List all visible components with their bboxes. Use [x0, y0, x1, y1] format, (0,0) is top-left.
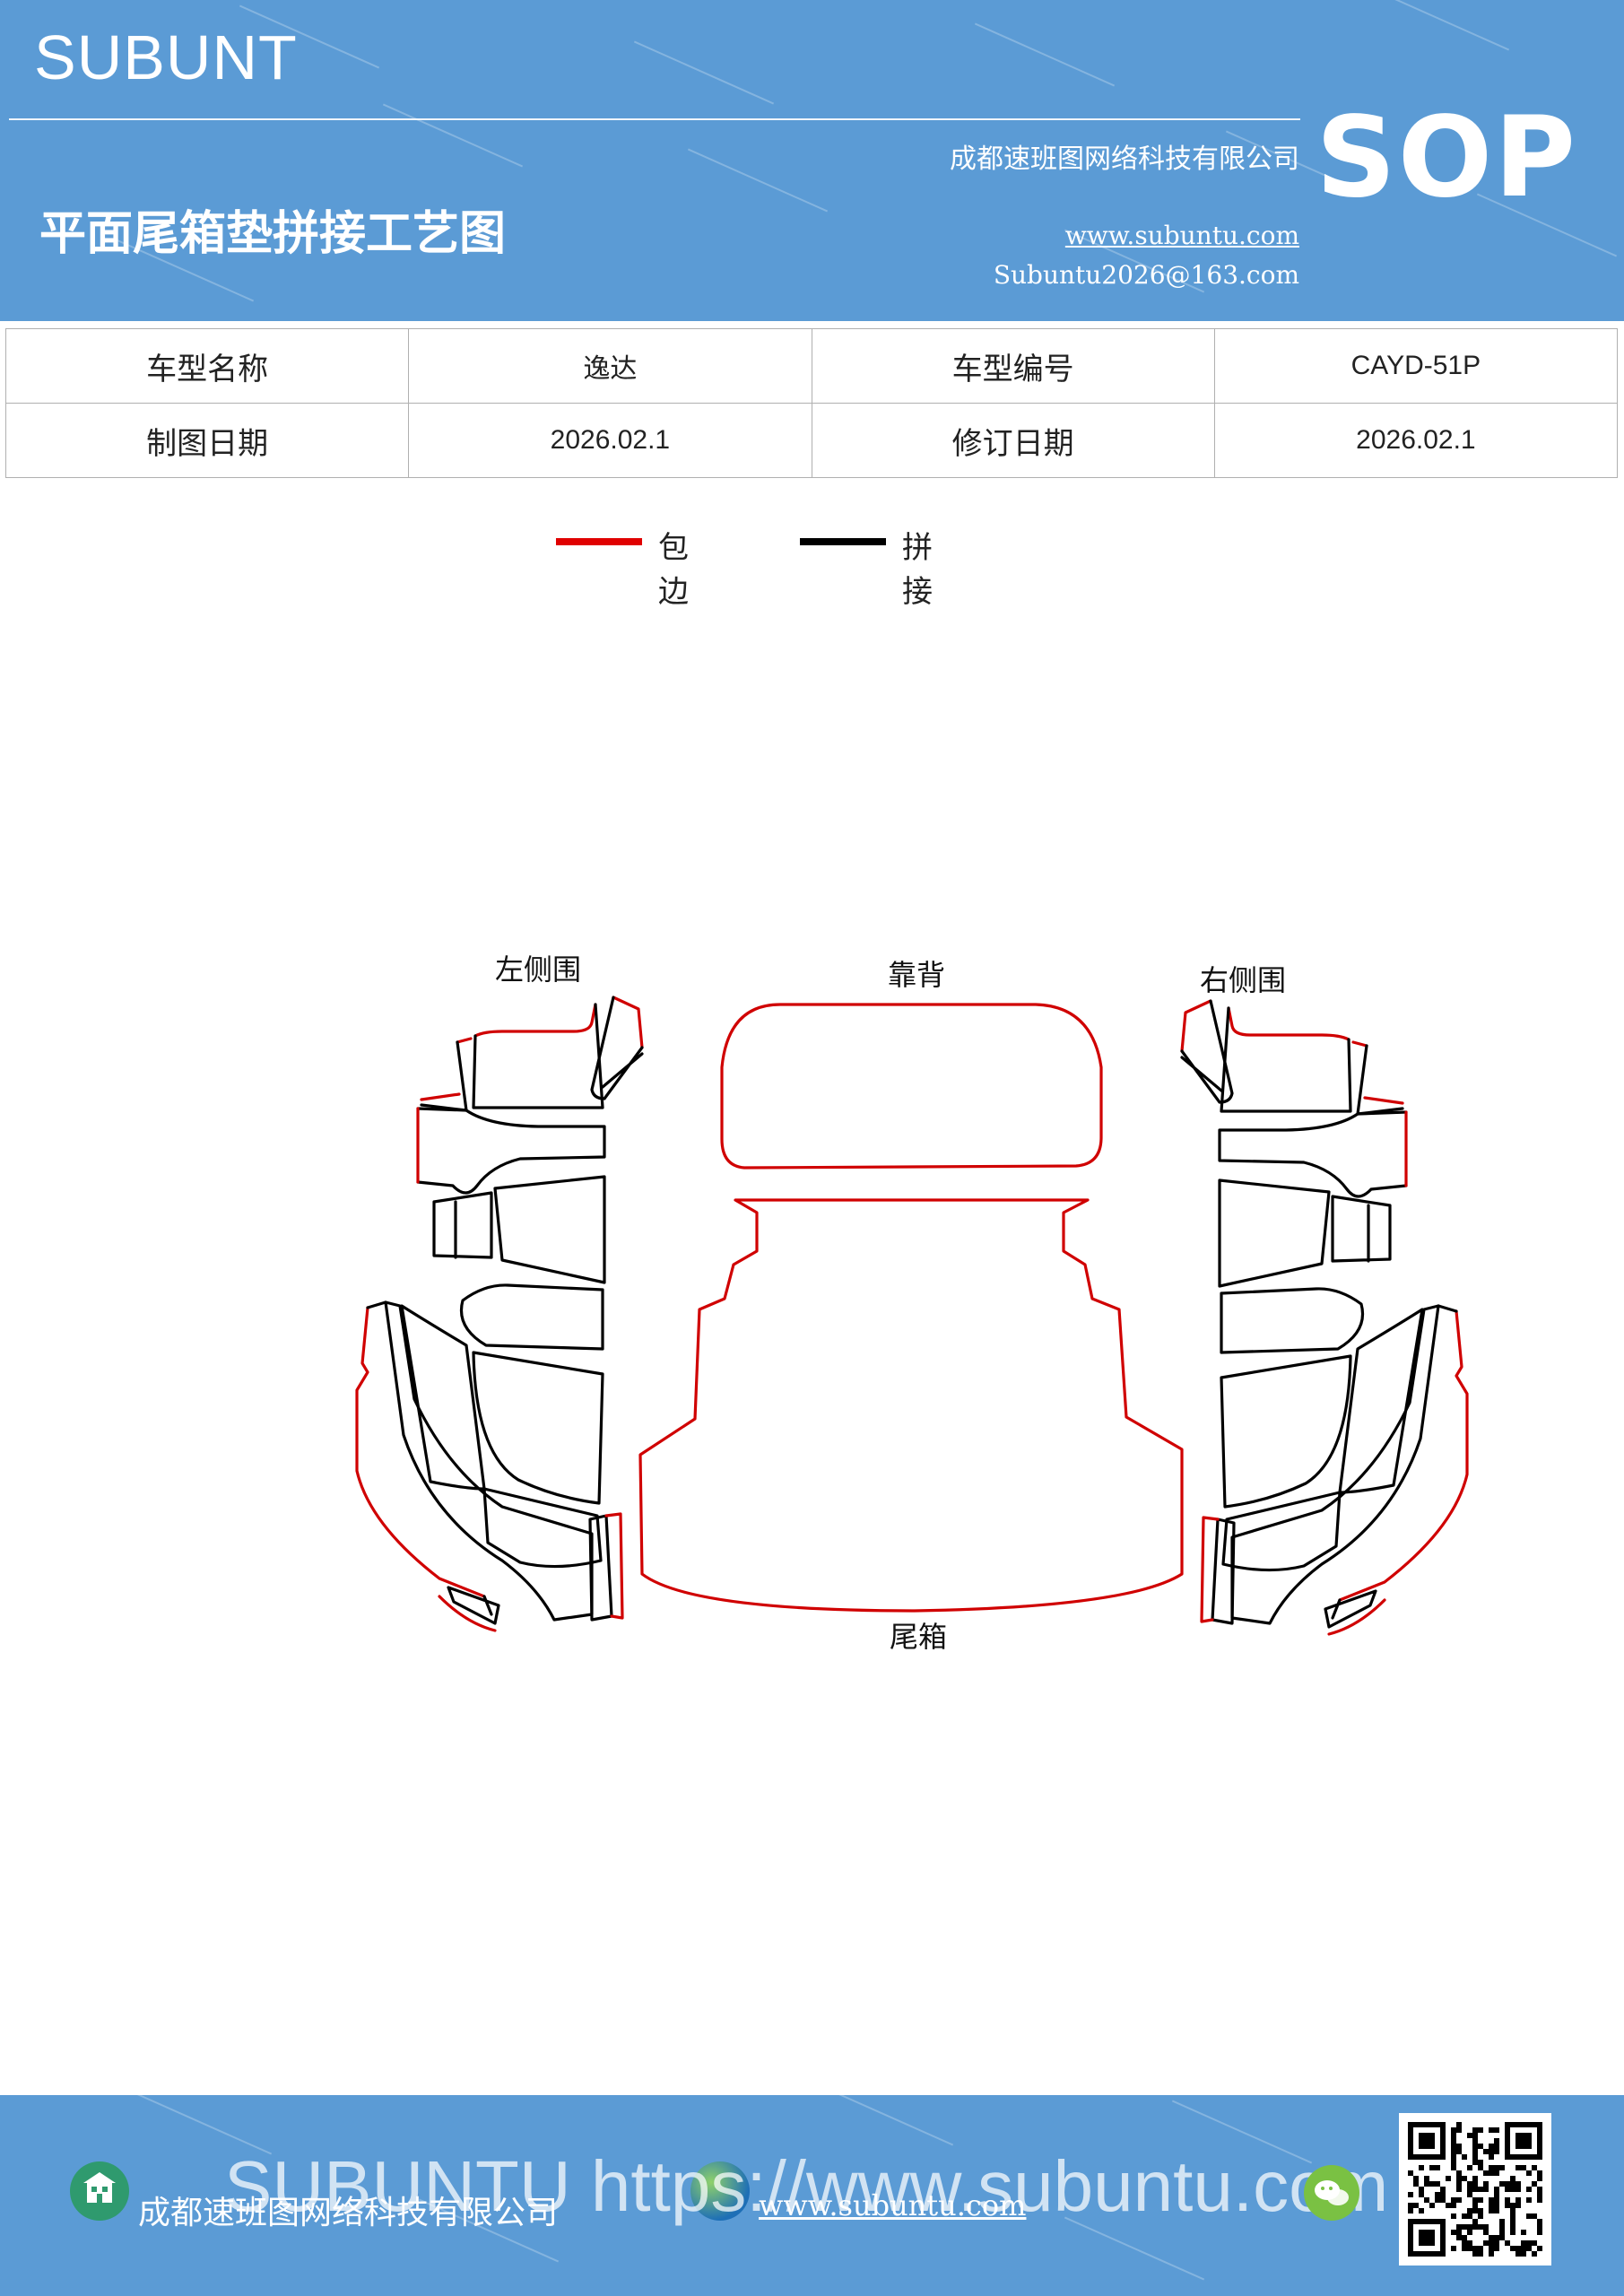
table-cell-value: 2026.02.1: [408, 403, 812, 478]
footer-website-link[interactable]: www.subuntu.com: [759, 2188, 1027, 2222]
wechat-icon[interactable]: [1304, 2165, 1359, 2221]
left-side-tab-edge: [456, 1037, 473, 1044]
left-side-wall-pieces: [355, 996, 644, 1632]
label-trunk: 尾箱: [890, 1620, 947, 1654]
qr-code[interactable]: [1399, 2113, 1551, 2266]
left-side-strip-2: [493, 1175, 606, 1284]
left-side-corner-edge: [612, 996, 644, 1049]
left-side-tab-piece: [420, 1040, 468, 1112]
label-right-side: 右侧围: [1200, 963, 1286, 997]
trunk-floor-piece: [638, 1198, 1184, 1613]
left-side-mid-piece: [459, 1283, 604, 1351]
table-cell-label: 车型名称: [4, 328, 410, 404]
table-cell-label: 修订日期: [811, 403, 1215, 478]
label-backrest: 靠背: [888, 958, 945, 992]
table-row: 制图日期 2026.02.1 修订日期 2026.02.1: [4, 403, 1619, 478]
table-cell-value: 逸达: [408, 328, 812, 404]
legend-label: 拼接: [902, 530, 933, 610]
header-divider: [9, 118, 1300, 120]
right-side-wall-pieces: [1180, 999, 1469, 1636]
legend-label: 包边: [658, 530, 689, 610]
legend-swatch-black: [800, 538, 886, 545]
backrest-piece: [720, 1003, 1103, 1170]
table-cell-value: 2026.02.1: [1213, 403, 1619, 478]
company-name: 成都速班图网络科技有限公司: [950, 144, 1299, 175]
left-side-long-piece: [472, 1351, 604, 1505]
legend-swatch-red: [556, 538, 642, 545]
left-side-wing-piece: [384, 1300, 594, 1622]
footer-company-name: 成都速班图网络科技有限公司: [138, 2195, 559, 2231]
vehicle-info-table: 车型名称 逸达 车型编号 CAYD-51P 制图日期 2026.02.1 修订日…: [4, 328, 1619, 478]
left-side-strip-1: [416, 1107, 606, 1195]
left-side-lower-piece: [482, 1487, 603, 1569]
header-banner: SUBUNT 成都速班图网络科技有限公司 平面尾箱垫拼接工艺图 www.subu…: [0, 0, 1624, 321]
globe-icon: [690, 2161, 750, 2221]
left-side-small-block: [432, 1191, 493, 1259]
building-icon: [70, 2161, 129, 2221]
website-link[interactable]: www.subuntu.com: [1064, 221, 1299, 250]
sop-badge: SOP: [1316, 93, 1577, 222]
left-side-corner-piece: [590, 996, 644, 1100]
left-side-slim-edge: [604, 1512, 624, 1620]
left-side-top-piece: [472, 1003, 604, 1109]
brand-logo-text: SUBUNT: [34, 22, 298, 92]
table-cell-label: 车型编号: [811, 328, 1215, 404]
left-side-top-outline: [420, 1092, 461, 1101]
left-side-foot-piece: [447, 1586, 500, 1625]
email-address: Subuntu2026@163.com: [993, 260, 1299, 290]
left-side-inner-piece: [400, 1304, 486, 1491]
table-row: 车型名称 逸达 车型编号 CAYD-51P: [4, 328, 1619, 404]
legend: 包边 拼接: [0, 520, 1624, 610]
footer-banner: 成都速班图网络科技有限公司 www.subuntu.com SUBUNTU ht…: [0, 2095, 1624, 2296]
page-title: 平面尾箱垫拼接工艺图: [39, 206, 507, 261]
left-side-foot-edge: [438, 1595, 497, 1632]
left-side-wing-inner: [366, 1300, 493, 1616]
table-cell-label: 制图日期: [4, 403, 410, 478]
table-cell-value: CAYD-51P: [1213, 328, 1619, 404]
footer-watermark-text: SUBUNTU https://www.subuntu.com: [224, 2146, 1389, 2226]
left-side-wing-edge: [355, 1306, 486, 1598]
label-left-side: 左侧围: [495, 952, 581, 987]
left-side-top-edge: [473, 1003, 597, 1038]
